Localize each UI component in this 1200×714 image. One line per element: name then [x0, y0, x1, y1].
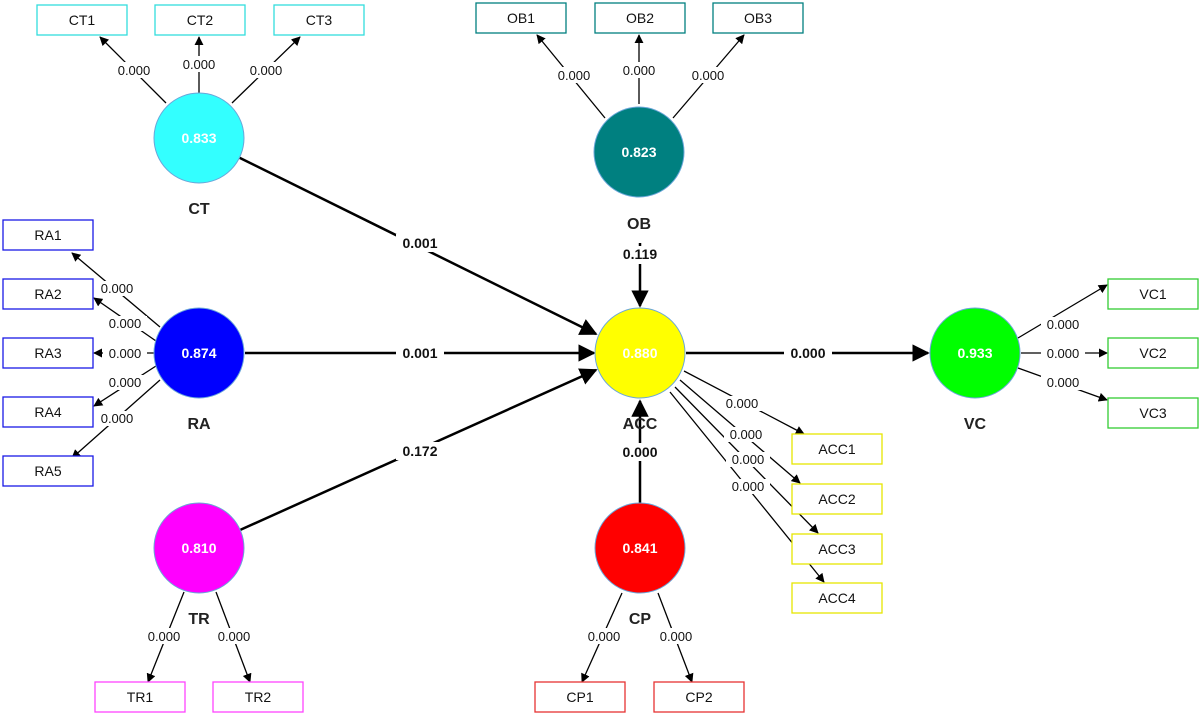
- path-label-acc-vc: 0.000: [790, 345, 825, 361]
- loading-tr1: 0.000: [148, 629, 181, 644]
- indicator-ra1-label: RA1: [34, 227, 61, 243]
- loading-cp1: 0.000: [588, 629, 621, 644]
- loading-vc1: 0.000: [1047, 317, 1080, 332]
- construct-ra[interactable]: 0.874 RA: [153, 307, 245, 433]
- indicator-acc4-label: ACC4: [818, 590, 856, 606]
- indicator-vc2[interactable]: VC2: [1107, 337, 1199, 369]
- loading-ra4: 0.000: [109, 375, 142, 390]
- path-label-ct-acc: 0.001: [402, 235, 437, 251]
- structural-paths: [237, 155, 930, 532]
- loading-labels: 0.000 0.000 0.000 0.000 0.000 0.000 0.00…: [95, 56, 1085, 644]
- indicator-ob1[interactable]: OB1: [475, 2, 567, 34]
- indicator-ra2[interactable]: RA2: [2, 278, 94, 310]
- loading-ra1: 0.000: [101, 281, 134, 296]
- indicator-ra4-label: RA4: [34, 404, 61, 420]
- indicator-ra3[interactable]: RA3: [2, 337, 94, 369]
- loading-acc3: 0.000: [732, 452, 765, 467]
- loading-cp2: 0.000: [660, 629, 693, 644]
- construct-ob[interactable]: 0.823 OB: [593, 106, 685, 233]
- construct-acc-label: ACC: [623, 416, 658, 433]
- indicator-ra2-label: RA2: [34, 286, 61, 302]
- loading-ra3: 0.000: [109, 346, 142, 361]
- construct-cp[interactable]: 0.841 CP: [594, 502, 686, 628]
- loading-tr2: 0.000: [218, 629, 251, 644]
- construct-acc-value: 0.880: [622, 345, 657, 361]
- indicator-ra5[interactable]: RA5: [2, 455, 94, 487]
- indicator-acc2[interactable]: ACC2: [791, 483, 883, 515]
- indicator-ob2[interactable]: OB2: [594, 2, 686, 34]
- indicator-ct2[interactable]: CT2: [154, 4, 246, 36]
- construct-ct[interactable]: 0.833 CT: [153, 92, 245, 218]
- path-labels: 0.001 0.001 0.172 0.119 0.000 0.000: [396, 234, 832, 461]
- construct-ob-value: 0.823: [621, 144, 656, 160]
- indicator-vc2-label: VC2: [1139, 345, 1166, 361]
- construct-vc-label: VC: [964, 416, 987, 433]
- indicator-acc3-label: ACC3: [818, 541, 856, 557]
- path-label-ra-acc: 0.001: [402, 345, 437, 361]
- indicator-ra3-label: RA3: [34, 345, 61, 361]
- construct-tr-value: 0.810: [181, 540, 216, 556]
- path-label-ob-acc: 0.119: [623, 246, 657, 262]
- indicator-ra4[interactable]: RA4: [2, 396, 94, 428]
- construct-ra-value: 0.874: [181, 345, 216, 361]
- construct-ct-label: CT: [188, 201, 210, 218]
- loading-vc2: 0.000: [1047, 346, 1080, 361]
- indicator-vc1[interactable]: VC1: [1107, 278, 1199, 310]
- constructs: 0.833 CT 0.823 OB 0.874 RA 0.880 ACC 0.9…: [153, 92, 1021, 628]
- indicator-ob3-label: OB3: [744, 10, 772, 26]
- loading-ct2: 0.000: [183, 57, 216, 72]
- indicator-acc1-label: ACC1: [818, 441, 856, 457]
- loading-acc1: 0.000: [726, 396, 759, 411]
- indicator-acc1[interactable]: ACC1: [791, 433, 883, 465]
- indicator-ct2-label: CT2: [187, 12, 214, 28]
- loading-ct1: 0.000: [118, 63, 151, 78]
- indicator-ob3[interactable]: OB3: [712, 2, 804, 34]
- indicator-acc4[interactable]: ACC4: [791, 582, 883, 614]
- indicator-acc3[interactable]: ACC3: [791, 533, 883, 565]
- construct-acc[interactable]: 0.880 ACC: [594, 307, 686, 433]
- indicator-tr1[interactable]: TR1: [94, 681, 186, 713]
- indicator-ra5-label: RA5: [34, 463, 61, 479]
- indicator-vc3-label: VC3: [1139, 405, 1166, 421]
- indicator-cp1-label: CP1: [566, 689, 593, 705]
- indicator-vc3[interactable]: VC3: [1107, 397, 1199, 429]
- indicator-tr2-label: TR2: [245, 689, 272, 705]
- loading-acc2: 0.000: [730, 427, 763, 442]
- loading-ob2: 0.000: [623, 63, 656, 78]
- indicator-cp2[interactable]: CP2: [653, 681, 745, 713]
- loading-vc3: 0.000: [1047, 375, 1080, 390]
- construct-tr-label: TR: [188, 611, 210, 628]
- construct-vc-value: 0.933: [957, 345, 992, 361]
- path-label-cp-acc: 0.000: [622, 444, 657, 460]
- indicator-ct3[interactable]: CT3: [273, 4, 365, 36]
- indicator-ra1[interactable]: RA1: [2, 219, 94, 251]
- indicator-acc2-label: ACC2: [818, 491, 856, 507]
- loading-ob1: 0.000: [558, 68, 591, 83]
- loading-ra2: 0.000: [109, 316, 142, 331]
- loading-ct3: 0.000: [250, 63, 283, 78]
- loading-ob3: 0.000: [692, 68, 725, 83]
- indicator-ct3-label: CT3: [306, 12, 333, 28]
- indicator-ob2-label: OB2: [626, 10, 654, 26]
- indicator-ct1-label: CT1: [69, 12, 96, 28]
- construct-ob-label: OB: [627, 216, 651, 233]
- construct-ra-label: RA: [187, 416, 211, 433]
- construct-tr[interactable]: 0.810 TR: [153, 502, 245, 628]
- construct-cp-label: CP: [629, 611, 652, 628]
- indicator-ob1-label: OB1: [507, 10, 535, 26]
- indicator-cp2-label: CP2: [685, 689, 712, 705]
- indicator-vc1-label: VC1: [1139, 286, 1166, 302]
- indicator-tr2[interactable]: TR2: [212, 681, 304, 713]
- loading-ra5: 0.000: [101, 411, 134, 426]
- loading-acc4: 0.000: [732, 479, 765, 494]
- indicator-cp1[interactable]: CP1: [534, 681, 626, 713]
- path-label-tr-acc: 0.172: [402, 443, 437, 459]
- construct-vc[interactable]: 0.933 VC: [929, 307, 1021, 433]
- construct-cp-value: 0.841: [622, 540, 657, 556]
- indicator-tr1-label: TR1: [127, 689, 154, 705]
- indicator-ct1[interactable]: CT1: [36, 4, 128, 36]
- construct-ct-value: 0.833: [181, 130, 216, 146]
